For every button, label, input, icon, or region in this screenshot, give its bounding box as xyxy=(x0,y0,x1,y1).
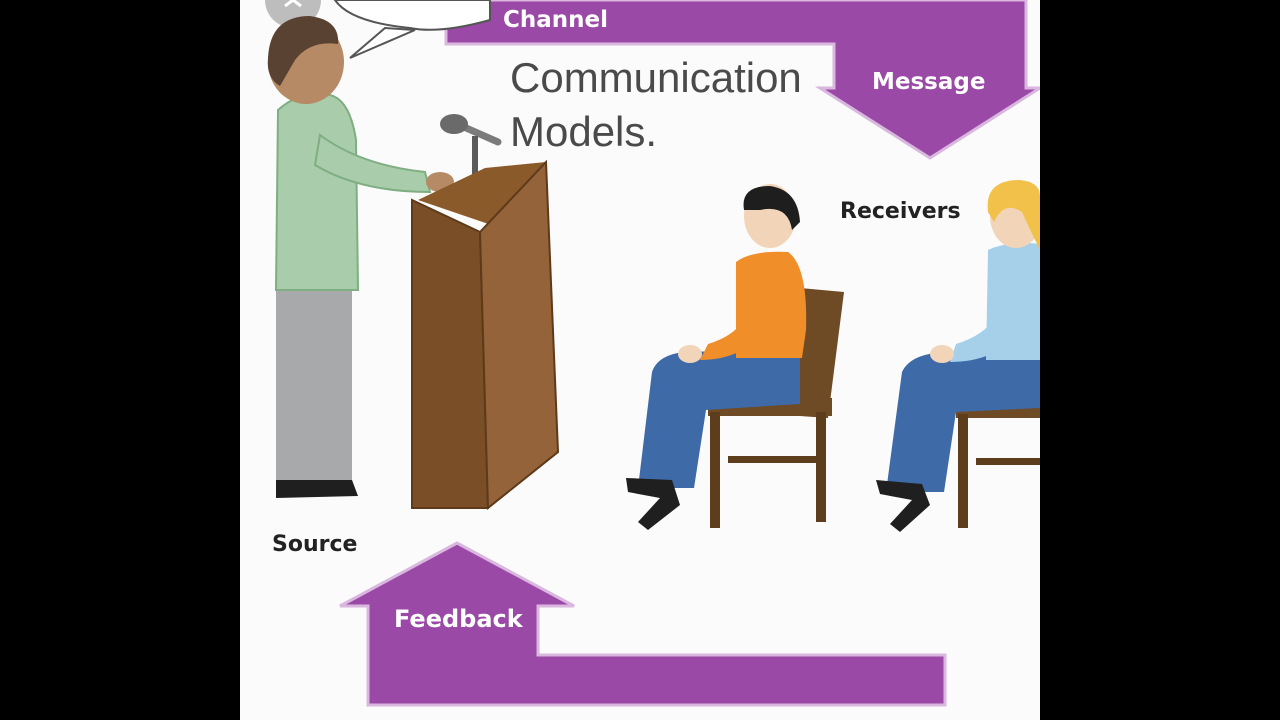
source-label: Source xyxy=(272,532,357,557)
podium-icon xyxy=(412,162,558,508)
channel-label: Channel xyxy=(503,7,608,33)
communication-model-diagram: Channel Message Feedback xyxy=(240,0,1040,720)
feedback-label: Feedback xyxy=(394,605,524,633)
overlay-title-line-2: Models. xyxy=(510,105,657,159)
receiver-figure-2 xyxy=(876,180,1040,532)
message-label: Message xyxy=(872,69,985,95)
overlay-title-line-1: Communication xyxy=(510,51,802,105)
microphone-icon xyxy=(440,114,498,174)
receivers-label: Receivers xyxy=(840,199,961,224)
receiver-figure-1 xyxy=(626,184,844,530)
